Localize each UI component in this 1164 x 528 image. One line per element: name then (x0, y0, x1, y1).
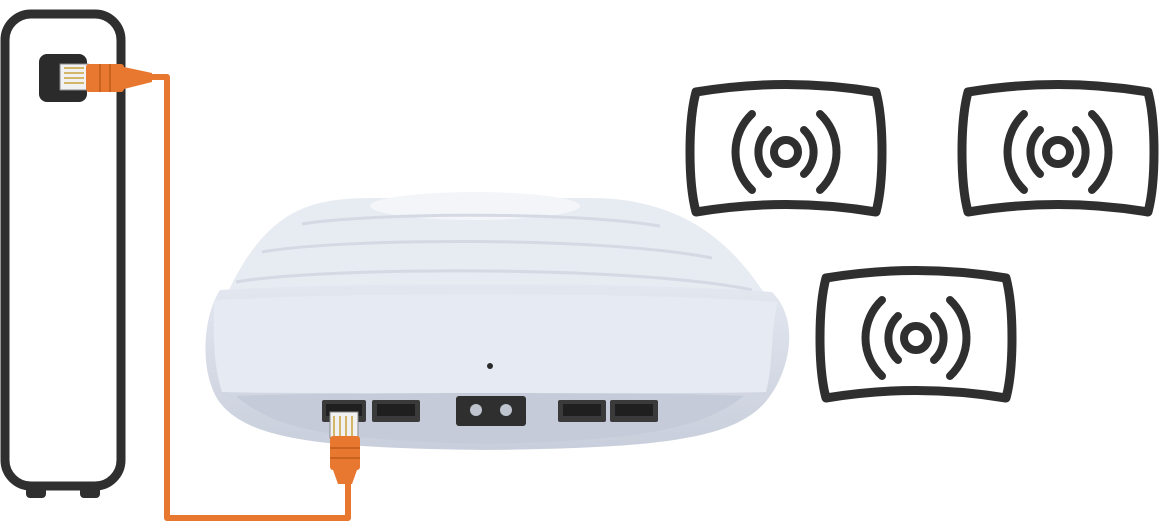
cable-plug-router (329, 411, 360, 484)
modem-icon (0, 9, 126, 498)
modem-foot-right (80, 484, 100, 498)
satellite-1 (685, 80, 887, 217)
ethernet-cable-icon (59, 63, 351, 521)
satellite-3 (815, 266, 1017, 403)
mesh-router-icon (205, 192, 790, 484)
cable-plug-modem (59, 63, 152, 92)
router-power-port (456, 396, 526, 426)
router-port-group-right (558, 400, 658, 422)
modem-foot-left (26, 484, 46, 498)
wireless-signal-icon (957, 80, 1159, 217)
satellite-2 (957, 80, 1159, 217)
wireless-signal-icon (685, 80, 887, 217)
wireless-signal-icon (815, 266, 1017, 403)
router-status-led (487, 363, 493, 369)
